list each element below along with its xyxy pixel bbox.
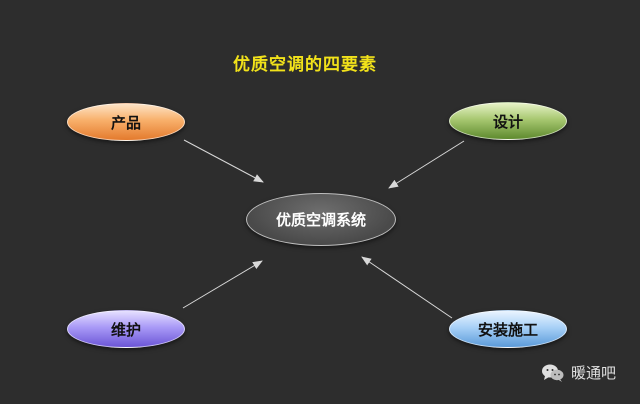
node-maintenance-label: 维护	[110, 320, 141, 339]
arrow-product-to-center	[183, 139, 264, 183]
node-center-label: 优质空调系统	[275, 211, 366, 229]
node-maintenance: 维护	[67, 310, 185, 348]
arrow-maintenance-to-center	[182, 260, 263, 309]
node-installation-label: 安装施工	[477, 320, 538, 339]
watermark-text: 暖通吧	[570, 364, 616, 382]
node-design: 设计	[449, 102, 567, 140]
wechat-icon	[541, 364, 564, 382]
node-product-label: 产品	[110, 113, 141, 132]
node-design-label: 设计	[492, 112, 523, 131]
watermark: 暖通吧	[541, 362, 616, 383]
arrow-installation-to-center	[361, 256, 453, 319]
node-product: 产品	[67, 103, 185, 141]
node-center: 优质空调系统	[246, 193, 396, 246]
diagram-title: 优质空调的四要素	[233, 55, 377, 75]
arrow-design-to-center	[388, 140, 465, 189]
node-installation: 安装施工	[449, 310, 567, 348]
